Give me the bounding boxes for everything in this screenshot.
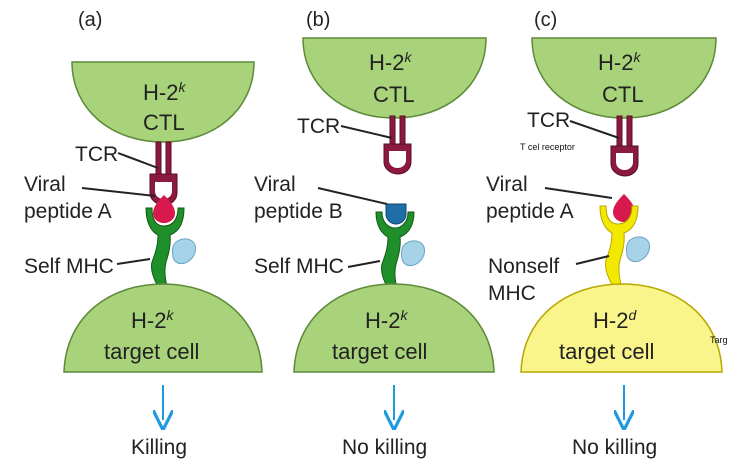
panel-a-mhc-label: Self MHC — [24, 255, 114, 278]
panel-c-peptide-label-1: Viral — [486, 173, 528, 196]
panel-a-peptide — [153, 195, 175, 223]
panel-b-ctl-label: CTL — [373, 82, 415, 107]
panel-b-mhc-line — [347, 260, 381, 268]
panel-a-target-cell — [63, 283, 263, 373]
panel-b-target-label: target cell — [332, 339, 427, 364]
panel-c-ctl-haplotype: H-2k — [598, 49, 641, 75]
panel-a-outcome: Killing — [131, 436, 187, 459]
panel-b-ctl-haplotype: H-2k — [369, 49, 412, 75]
panel-a-tcr-line — [117, 152, 159, 169]
panel-c-target-haplotype: H-2d — [593, 307, 637, 333]
panel-a-mhc-line — [116, 258, 151, 265]
panel-a-peptide-label-2: peptide A — [24, 200, 112, 223]
panel-b-tcr-line — [340, 125, 393, 139]
panel-a-peptide-line — [81, 187, 156, 197]
panel-b-tcr — [383, 115, 412, 175]
panel-a-ctl-label: CTL — [143, 110, 185, 135]
panel-a: (a) H-2k CTL TCR Viral peptide A Self MH… — [24, 9, 263, 459]
panel-c-ctl-label: CTL — [602, 82, 644, 107]
panel-b-peptide-line — [317, 187, 388, 205]
panel-c-outcome: No killing — [572, 436, 657, 459]
panel-a-ctl-haplotype: H-2k — [143, 79, 186, 105]
panel-b-letter: (b) — [306, 9, 330, 31]
panel-b-target-haplotype: H-2k — [365, 307, 408, 333]
panel-b-b2m — [400, 240, 425, 267]
panel-c-mhc-line — [575, 255, 610, 265]
panel-c-tcr — [610, 115, 639, 177]
panel-b-tcr-label: TCR — [297, 115, 340, 138]
panel-b: (b) H-2k CTL TCR Viral peptide B Self MH… — [254, 9, 495, 459]
panel-c-peptide-line — [544, 187, 613, 199]
panel-c-tcr-label: TCR — [527, 109, 570, 132]
panel-a-tcr — [149, 141, 178, 206]
panel-a-target-label: target cell — [104, 339, 199, 364]
panel-a-b2m — [171, 238, 196, 265]
panel-a-target-haplotype: H-2k — [131, 307, 174, 333]
panel-c-b2m — [625, 236, 650, 263]
panel-a-tcr-label: TCR — [75, 143, 118, 166]
panel-c-peptide-label-2: peptide A — [486, 200, 574, 223]
panel-b-peptide-label-1: Viral — [254, 173, 296, 196]
panel-a-peptide-label-1: Viral — [24, 173, 66, 196]
edge-note: Targ — [710, 335, 728, 345]
panel-c-tcr-note: T cel receptor — [520, 142, 575, 152]
panel-c: (c) H-2k CTL TCR T cel receptor Viral pe… — [486, 9, 723, 459]
panel-b-peptide-label-2: peptide B — [254, 200, 343, 223]
panel-c-letter: (c) — [534, 9, 557, 31]
panel-c-mhc-label-1: Nonself — [488, 255, 559, 278]
panel-b-target-cell — [293, 283, 495, 373]
panel-b-peptide — [385, 203, 407, 225]
panel-c-peptide — [613, 194, 635, 222]
panel-a-letter: (a) — [78, 9, 102, 31]
panel-a-mhc — [145, 207, 185, 291]
panel-c-target-label: target cell — [559, 339, 654, 364]
panel-b-mhc — [375, 211, 415, 293]
panel-c-mhc-label-2: MHC — [488, 282, 536, 305]
panel-c-ctl-cell — [531, 37, 717, 119]
panel-b-mhc-label: Self MHC — [254, 255, 344, 278]
panel-b-outcome: No killing — [342, 436, 427, 459]
panel-c-mhc — [599, 205, 639, 289]
panel-c-target-cell — [520, 283, 723, 373]
panel-c-tcr-line — [569, 120, 620, 139]
panel-a-ctl-cell — [71, 61, 255, 143]
